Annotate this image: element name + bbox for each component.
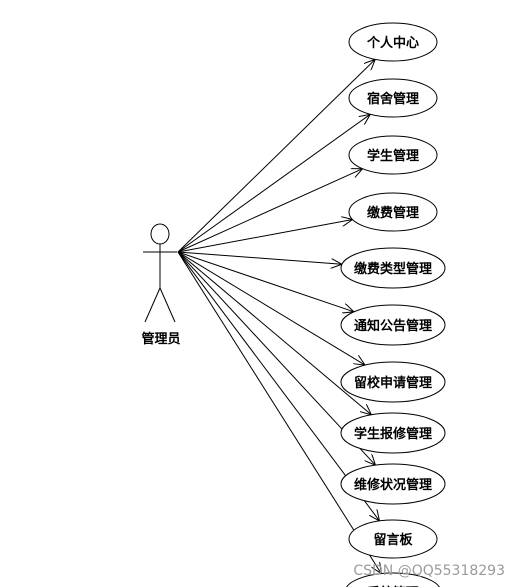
use-case-label: 缴费管理 [367,205,419,221]
actor-head [150,223,170,245]
use-case: 缴费类型管理 [340,247,446,289]
association-arrow [177,169,363,253]
use-case-ellipse [340,463,446,505]
use-case: 个人中心 [348,22,438,62]
use-case: 维修状况管理 [340,463,446,505]
association-arrow [177,114,370,253]
use-case-ellipse [348,192,438,232]
use-case: 学生报修管理 [340,412,446,454]
actor-figure [143,223,177,323]
use-case-ellipse [348,135,438,175]
use-case-label: 学生报修管理 [354,426,432,442]
use-case-ellipse [348,78,438,118]
use-case-label: 系统管理 [367,585,419,587]
use-case-label: 维修状况管理 [354,477,432,493]
watermark: CSDN @QQ55318293 [353,563,505,579]
use-case-label: 宿舍管理 [367,91,419,107]
use-case-ellipse [340,412,446,454]
association-arrow [177,251,381,574]
use-case: 通知公告管理 [340,304,446,346]
use-case-label: 通知公告管理 [354,318,432,334]
use-case-ellipse [340,304,446,346]
association-arrow [177,251,342,264]
association-arrow [177,251,371,415]
actor-right-leg [159,287,176,323]
actor-label: 管理员 [141,331,180,347]
use-case: 系统管理 [346,572,440,587]
actor-left-leg [144,287,161,323]
use-case: 缴费管理 [348,192,438,232]
use-case-ellipse [348,22,438,62]
association-lines [177,59,381,574]
use-case-label: 留言板 [373,532,413,548]
use-case: 留言板 [348,519,438,559]
association-arrow [177,220,353,253]
use-case: 学生管理 [348,135,438,175]
use-case-ellipse [346,572,440,587]
use-case-label: 留校申请管理 [354,375,432,391]
use-case-ellipse [340,247,446,289]
use-case-group: 个人中心宿舍管理学生管理缴费管理缴费类型管理通知公告管理留校申请管理学生报修管理… [340,22,446,587]
association-arrow [177,251,354,312]
use-case: 宿舍管理 [348,78,438,118]
use-case-label: 学生管理 [367,148,419,164]
use-case-ellipse [340,361,446,403]
use-case-ellipse [348,519,438,559]
use-case-label: 个人中心 [366,35,419,51]
association-arrow [177,59,375,253]
association-arrow [177,251,365,365]
use-case: 留校申请管理 [340,361,446,403]
use-case-label: 缴费类型管理 [354,261,432,277]
